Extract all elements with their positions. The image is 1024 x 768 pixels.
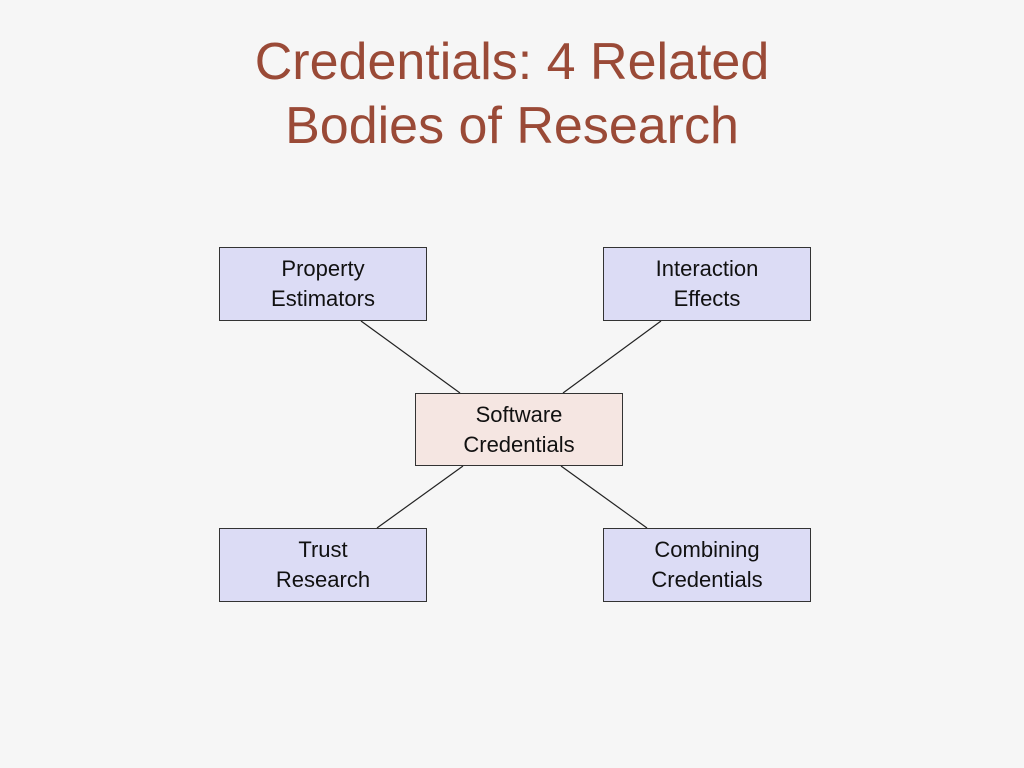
node-trust-research: Trust Research <box>219 528 427 602</box>
node-property-estimators-line-1: Property <box>281 256 365 281</box>
node-interaction-effects-line-1: Interaction <box>655 256 759 281</box>
edge-to-interaction-effects <box>562 320 662 394</box>
edge-to-trust-research <box>376 465 464 529</box>
node-trust-research-line-1: Trust <box>298 537 348 562</box>
slide-title-line-2: Bodies of Research <box>285 97 739 155</box>
node-combining-credentials-line-1: Combining <box>654 537 760 562</box>
node-software-credentials: Software Credentials <box>415 393 623 466</box>
node-software-credentials-line-2: Credentials <box>463 431 575 457</box>
node-software-credentials-line-1: Software <box>475 401 563 427</box>
node-trust-research-line-2: Research <box>275 567 371 592</box>
node-combining-credentials-line-2: Credentials <box>651 567 763 592</box>
node-property-estimators-line-2: Estimators <box>271 286 375 311</box>
edge-to-combining-credentials <box>560 465 648 529</box>
slide-title: Credentials: 4 Related Bodies of Researc… <box>0 30 1024 158</box>
slide-title-line-1: Credentials: 4 Related <box>254 33 770 91</box>
node-property-estimators: Property Estimators <box>219 247 427 321</box>
edge-to-property-estimators <box>360 320 461 394</box>
node-combining-credentials: Combining Credentials <box>603 528 811 602</box>
node-interaction-effects: Interaction Effects <box>603 247 811 321</box>
node-interaction-effects-line-2: Effects <box>673 286 741 311</box>
